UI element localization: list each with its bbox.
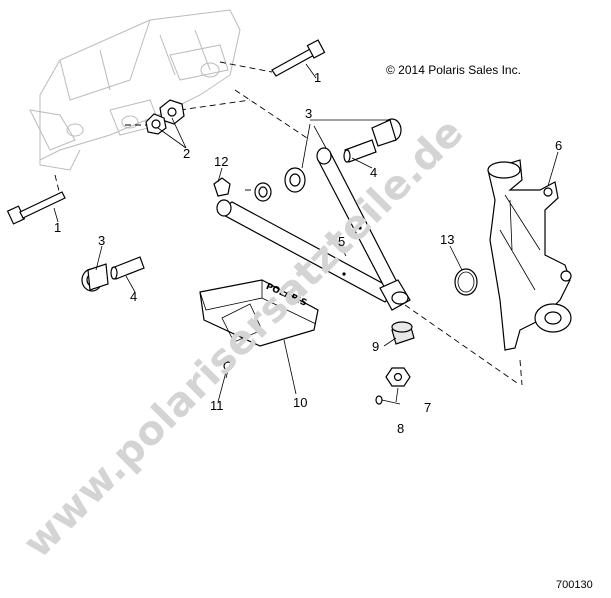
callout-4-lower: 4 bbox=[130, 289, 137, 304]
castle-nut bbox=[385, 367, 411, 387]
zerk-fitting bbox=[213, 177, 231, 197]
bushing-center bbox=[284, 167, 306, 193]
callout-3-lower: 3 bbox=[98, 233, 105, 248]
copyright-text: © 2014 Polaris Sales Inc. bbox=[386, 63, 521, 77]
nuts-pair bbox=[145, 99, 185, 135]
steering-knuckle bbox=[487, 159, 572, 351]
callout-5: 5 bbox=[338, 234, 345, 249]
callout-11: 11 bbox=[210, 398, 224, 413]
callout-13: 13 bbox=[440, 232, 454, 247]
sleeve-upper bbox=[343, 139, 377, 163]
assembly-lines bbox=[54, 61, 523, 386]
callout-3-upper: 3 bbox=[305, 106, 312, 121]
callout-labels: 1 1 2 3 3 4 4 5 6 7 8 9 10 11 12 13 bbox=[54, 70, 562, 436]
callout-7: 7 bbox=[424, 400, 431, 415]
callout-10: 10 bbox=[293, 395, 307, 410]
callout-2: 2 bbox=[183, 146, 190, 161]
callout-6: 6 bbox=[555, 138, 562, 153]
bushing-left bbox=[81, 263, 109, 292]
cotter-pin bbox=[375, 395, 401, 405]
callout-1-upper: 1 bbox=[314, 70, 321, 85]
sleeve-left bbox=[110, 256, 145, 280]
bushing-upper-right bbox=[371, 118, 402, 147]
leader-lines bbox=[53, 63, 559, 403]
callout-12: 12 bbox=[214, 154, 228, 169]
callout-9: 9 bbox=[372, 339, 379, 354]
bolt-upper bbox=[271, 39, 326, 77]
callout-1-lower: 1 bbox=[54, 220, 61, 235]
o-ring-inner bbox=[457, 271, 475, 293]
o-ring bbox=[454, 268, 478, 296]
dust-boot bbox=[391, 321, 415, 345]
a-arm bbox=[216, 147, 411, 311]
guard-screw bbox=[223, 361, 233, 379]
callout-8: 8 bbox=[397, 421, 404, 436]
bushing-small bbox=[254, 182, 272, 202]
callout-4-upper: 4 bbox=[370, 165, 377, 180]
bolt-lower-left bbox=[6, 191, 66, 225]
frame-ghost-drawing bbox=[29, 9, 241, 171]
diagram-code: 700130 bbox=[556, 579, 593, 591]
